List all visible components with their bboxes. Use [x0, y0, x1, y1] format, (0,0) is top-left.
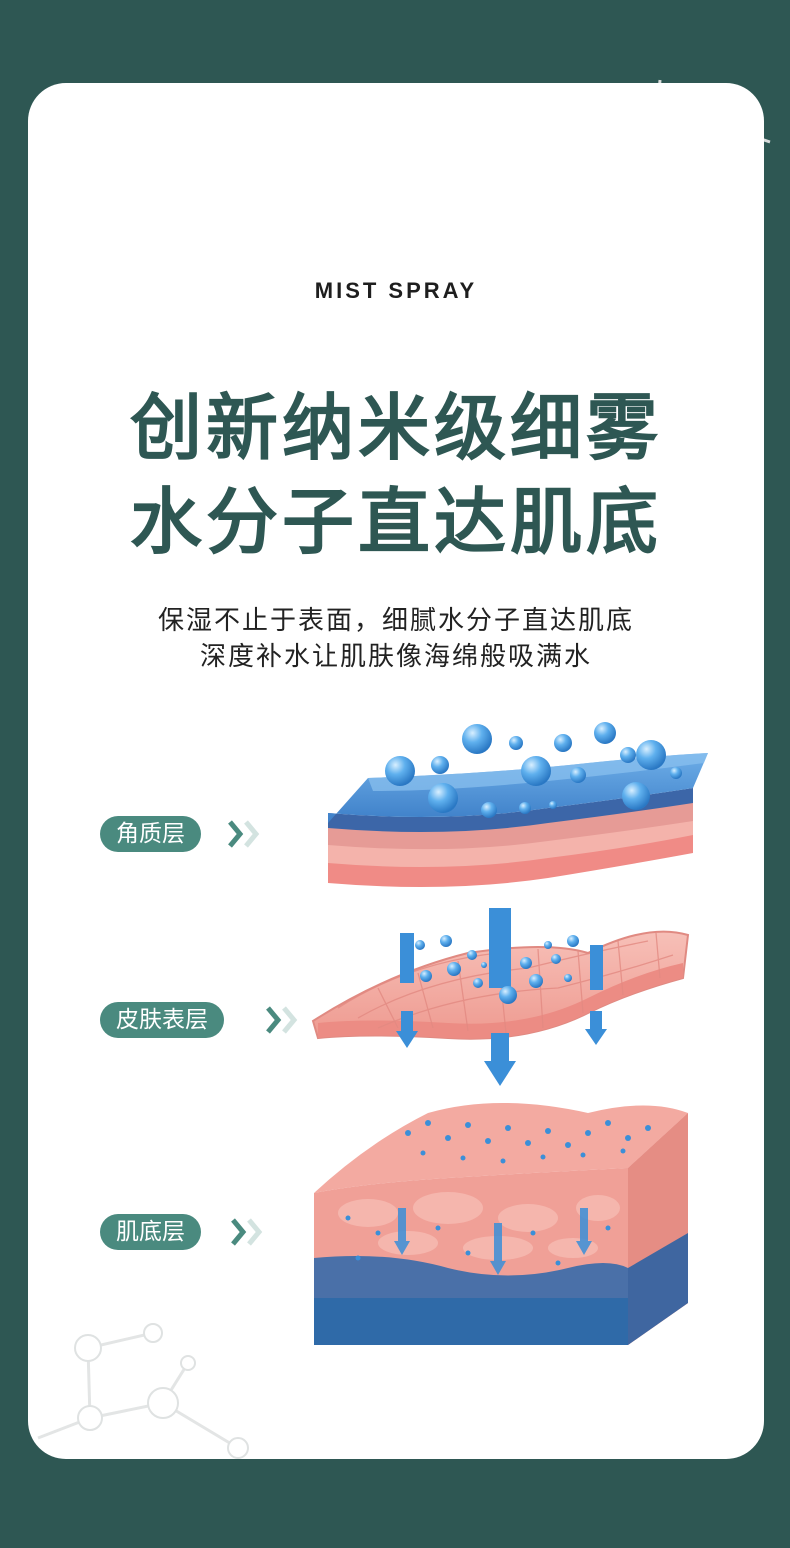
headline-line-2: 水分子直达肌底 — [129, 480, 662, 564]
penetration-arrows — [396, 908, 607, 1086]
description: 保湿不止于表面，细腻水分子直达肌底 深度补水让肌肤像海绵般吸满水 — [28, 603, 764, 675]
label-epidermis: 皮肤表层 — [100, 1002, 224, 1038]
chevron-right-icon — [266, 1006, 298, 1034]
eyebrow-label: MIST SPRAY — [314, 278, 478, 303]
water-droplets-surface — [385, 722, 682, 818]
molecule-decoration-bottom — [37, 1323, 249, 1459]
headline-line-1: 创新纳米级细雾 — [129, 386, 662, 470]
chevron-right-icon — [231, 1218, 263, 1246]
skin-layers-illustration — [311, 722, 708, 1345]
label-dermis: 肌底层 — [100, 1214, 201, 1250]
dermis-arrows — [394, 1208, 592, 1275]
stratum-corneum-layer — [328, 753, 708, 887]
chevron-right-icon — [228, 820, 260, 848]
content-card: MIST SPRAY 创新纳米级细雾 水分子直达肌底 保湿不止于表面，细腻水分子… — [28, 83, 764, 1459]
label-stratum-corneum: 角质层 — [100, 816, 201, 852]
water-molecules-mid — [415, 935, 579, 1004]
description-line-1: 保湿不止于表面，细腻水分子直达肌底 — [157, 606, 634, 636]
headline: 创新纳米级细雾 水分子直达肌底 — [28, 381, 764, 569]
water-dots-dermis — [345, 1120, 651, 1266]
description-line-2: 深度补水让肌肤像海绵般吸满水 — [199, 642, 592, 672]
